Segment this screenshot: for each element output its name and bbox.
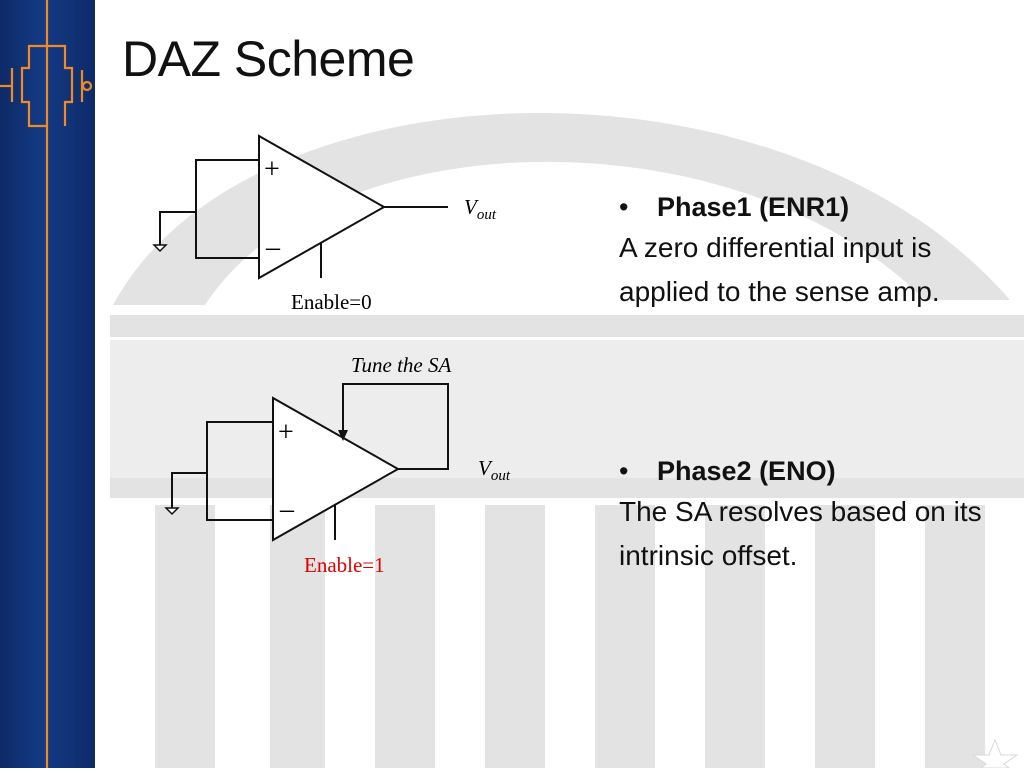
- bullet-body: A zero differential input is applied to …: [619, 232, 940, 307]
- enable-label: Enable=1: [304, 553, 385, 577]
- enable-label: Enable=0: [291, 290, 372, 314]
- star-icon: [971, 738, 1019, 768]
- bullet-heading: Phase2 (ENO): [657, 456, 836, 486]
- sidebar: [0, 0, 95, 768]
- vout-label: Vout: [464, 195, 497, 223]
- vout-label: Vout: [478, 456, 511, 484]
- bullet-marker: •: [619, 192, 629, 222]
- ground-icon: [164, 507, 180, 516]
- circuit-diagram: + – Vout Enable=0 Tune the SA + – Vout E…: [152, 134, 511, 577]
- plus-sign: +: [278, 417, 294, 448]
- bullet-item: • Phase1 (ENR1) A zero differential input…: [619, 190, 1019, 314]
- tune-label: Tune the SA: [351, 353, 451, 377]
- plus-sign: +: [264, 154, 280, 185]
- ground-icon: [152, 244, 168, 253]
- bullet-item: • Phase2 (ENO) The SA resolves based on i…: [619, 454, 1019, 578]
- page-title: DAZ Scheme: [122, 31, 415, 87]
- minus-sign: –: [279, 494, 295, 525]
- minus-sign: –: [265, 232, 281, 263]
- bullet-heading: Phase1 (ENR1): [657, 192, 850, 222]
- bullet-marker: •: [619, 456, 629, 486]
- transistor-logo-icon: [0, 0, 93, 768]
- bullet-body: The SA resolves based on its intrinsic o…: [619, 496, 982, 571]
- arrow-down-icon: [338, 430, 348, 441]
- opamp-bottom: [272, 396, 401, 542]
